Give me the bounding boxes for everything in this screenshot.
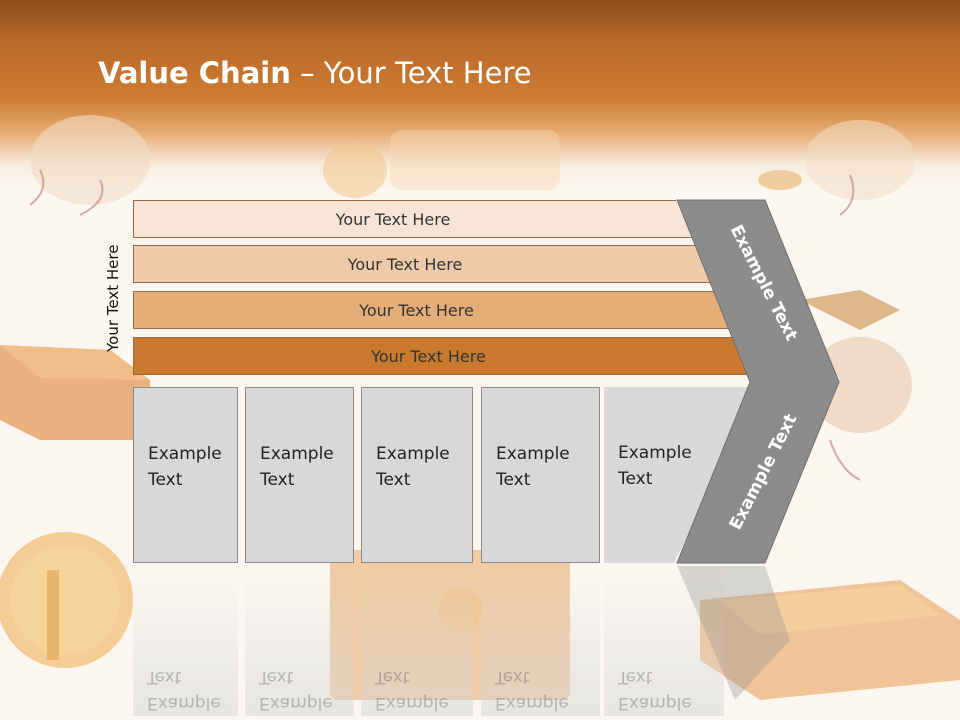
box-2-line1: Example xyxy=(260,444,334,464)
band-1-label: Your Text Here xyxy=(335,209,451,229)
example-box-3: Example Text xyxy=(361,387,473,563)
box-3-line1: Example xyxy=(376,444,450,464)
box-1-line1: Example xyxy=(148,444,222,464)
slide-title-rest: – Your Text Here xyxy=(290,56,532,90)
box-5-line1: Example xyxy=(618,443,692,463)
box-4-line2: Text xyxy=(496,470,531,490)
slide-title-bold: Value Chain xyxy=(98,56,291,90)
value-chain-band-2: Your Text Here xyxy=(133,245,717,283)
box-5-line2: Text xyxy=(618,469,653,489)
band-4-label: Your Text Here xyxy=(371,346,486,366)
value-chain-band-3: Your Text Here xyxy=(133,291,740,329)
example-box-1: Example Text xyxy=(133,387,238,563)
chevron-shape xyxy=(676,199,840,564)
header-background xyxy=(0,0,960,190)
box-1-line2: Text xyxy=(148,470,183,490)
chevron-reflection xyxy=(677,566,790,700)
band-2-label: Your Text Here xyxy=(347,254,463,274)
slide-title: Value Chain – Your Text Here xyxy=(98,56,532,90)
box-4-line1: Example xyxy=(496,444,570,464)
value-chain-band-1: Your Text Here xyxy=(133,200,693,238)
value-chain-band-4: Your Text Here xyxy=(133,337,764,375)
band-3-label: Your Text Here xyxy=(359,300,474,320)
example-box-2: Example Text xyxy=(245,387,354,563)
box-2-line2: Text xyxy=(260,470,295,490)
example-box-4: Example Text xyxy=(481,387,600,563)
box-3-line2: Text xyxy=(376,470,411,490)
